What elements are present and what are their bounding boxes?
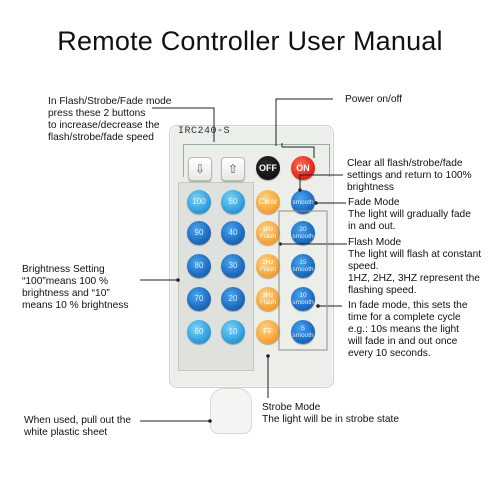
brightness-10-button[interactable]: 10: [221, 320, 245, 344]
flash-1hz-label: Flash: [260, 233, 276, 240]
note-clear-line: Clear all flash/strobe/fade: [347, 158, 463, 169]
battery-pull-tab: [210, 388, 252, 434]
leader-flash-speed: [152, 107, 215, 142]
note-cycle-line: every 10 seconds.: [348, 348, 431, 359]
fade-20s-label: smooth: [292, 233, 314, 240]
note-flash-line: speed.: [348, 261, 379, 272]
off-button[interactable]: OFF: [256, 156, 280, 180]
top-button-bracket: [183, 144, 330, 177]
note-cycle: In fade mode, this sets the time for a c…: [348, 300, 498, 360]
brightness-50-button[interactable]: 50: [221, 190, 245, 214]
note-brightness-line: Brightness Setting: [22, 264, 105, 275]
note-brightness-line: “100”means 100 %: [22, 276, 109, 287]
flash-2hz-rate: 2Hz: [262, 259, 274, 266]
note-fade-line: Fade Mode: [348, 197, 400, 208]
note-flash: Flash Mode The light will flash at const…: [348, 237, 498, 297]
note-clear-line: settings and return to 100%: [347, 170, 472, 181]
clear-button[interactable]: Clear: [256, 190, 280, 214]
model-label: IRC240-S: [178, 126, 231, 137]
note-sheet: When used, pull out the white plastic sh…: [24, 415, 154, 439]
strobe-ff-button[interactable]: FF: [256, 320, 280, 344]
brightness-100-button[interactable]: 100: [187, 190, 211, 214]
note-flash-speed-line: In Flash/Strobe/Fade mode: [48, 96, 172, 107]
note-fade: Fade Mode The light will gradually fade …: [348, 197, 498, 233]
fade-5s-value: 5: [301, 325, 305, 332]
leader-power: [275, 98, 333, 146]
page-title: Remote Controller User Manual: [57, 26, 443, 56]
flash-3hz-rate: 3Hz: [262, 292, 274, 299]
fade-10s-label: smooth: [292, 299, 314, 306]
note-flash-line: 1HZ, 2HZ, 3HZ represent the: [348, 273, 480, 284]
note-flash-line: The light will flash at constant: [348, 249, 482, 260]
brightness-60-button[interactable]: 60: [187, 320, 211, 344]
note-flash-speed-line: to increase/decrease the: [48, 120, 160, 131]
note-brightness-line: brightness and “10”: [22, 288, 110, 299]
leader-clear: [299, 174, 343, 190]
note-brightness-line: means 10 % brightness: [22, 300, 129, 311]
note-flash-speed-line: flash/strobe/fade speed: [48, 132, 154, 143]
note-strobe-line: Strobe Mode: [262, 402, 321, 413]
brightness-20-button[interactable]: 20: [221, 287, 245, 311]
note-strobe-line: The light will be in strobe state: [262, 414, 400, 425]
note-cycle-line: will fade in and out once: [348, 336, 458, 347]
note-cycle-line: time for a complete cycle: [348, 312, 461, 323]
note-clear-line: brightness: [347, 182, 395, 193]
on-button[interactable]: ON: [291, 156, 315, 180]
fade-20s-value: 20: [299, 226, 307, 233]
brightness-80-button[interactable]: 80: [187, 254, 211, 278]
note-brightness: Brightness Setting “100”means 100 % brig…: [22, 264, 147, 312]
note-clear: Clear all flash/strobe/fade settings and…: [347, 158, 497, 194]
note-cycle-line: e.g.: 10s means the light: [348, 324, 459, 335]
fade-10s-value: 10: [299, 292, 307, 299]
note-flash-line: flashing speed.: [348, 285, 417, 296]
note-flash-speed-line: press these 2 buttons: [48, 108, 146, 119]
fade-5s-label: smooth: [292, 332, 314, 339]
smooth-button[interactable]: smooth: [291, 190, 315, 214]
brightness-70-button[interactable]: 70: [187, 287, 211, 311]
note-strobe: Strobe Mode The light will be in strobe …: [262, 402, 442, 426]
brightness-30-button[interactable]: 30: [221, 254, 245, 278]
brightness-40-button[interactable]: 40: [221, 221, 245, 245]
note-cycle-line: In fade mode, this sets the: [348, 300, 468, 311]
note-flash-line: Flash Mode: [348, 237, 402, 248]
note-power: Power on/off: [345, 94, 403, 105]
note-fade-line: The light will gradually fade: [348, 209, 471, 220]
note-fade-line: in and out.: [348, 221, 396, 232]
note-flash-speed: In Flash/Strobe/Fade mode press these 2 …: [48, 96, 198, 144]
note-sheet-line: When used, pull out the: [24, 415, 132, 426]
flash-1hz-rate: 1Hz: [262, 226, 274, 233]
speed-down-button[interactable]: ⇩: [188, 157, 212, 181]
flash-2hz-label: Flash: [260, 266, 276, 273]
fade-15s-label: smooth: [292, 266, 314, 273]
fade-15s-value: 15: [299, 259, 307, 266]
note-sheet-line: white plastic sheet: [24, 427, 108, 438]
speed-up-button[interactable]: ⇧: [221, 157, 245, 181]
brightness-90-button[interactable]: 90: [187, 221, 211, 245]
flash-3hz-label: Flash: [260, 299, 276, 306]
